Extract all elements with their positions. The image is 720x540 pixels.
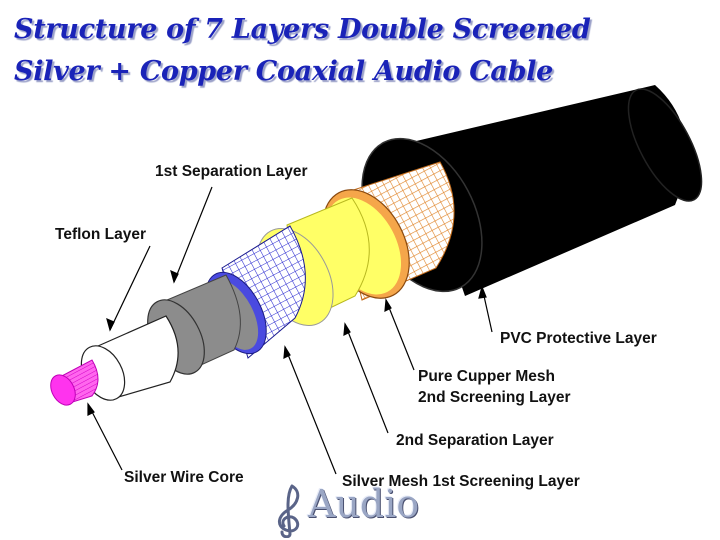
arrow-first-separation xyxy=(173,186,213,283)
treble-clef-icon xyxy=(278,484,300,538)
title-line-2: Silver + Copper Coaxial Audio Cable xyxy=(14,56,554,87)
arrow-second-separation xyxy=(344,323,389,434)
label-pvc: PVC Protective Layer xyxy=(500,330,657,347)
label-copper-mesh-line2: 2nd Screening Layer xyxy=(418,389,571,406)
arrow-silver-core xyxy=(87,403,123,471)
logo-text: Audio xyxy=(308,482,420,526)
silver-wire-core xyxy=(50,359,99,406)
audio-logo: Audio xyxy=(268,482,468,538)
label-silver-core: Silver Wire Core xyxy=(124,469,244,486)
title-line-1: Structure of 7 Layers Double Screened xyxy=(14,14,591,45)
label-second-separation: 2nd Separation Layer xyxy=(396,432,554,449)
label-teflon: Teflon Layer xyxy=(55,226,147,243)
label-first-separation: 1st Separation Layer xyxy=(155,163,308,180)
label-silver-mesh: Silver Mesh 1st Screening Layer xyxy=(342,473,580,490)
arrow-copper-mesh xyxy=(385,299,415,371)
leader-arrows xyxy=(87,186,493,475)
arrow-teflon xyxy=(109,245,151,331)
label-copper-mesh-line1: Pure Cupper Mesh xyxy=(418,368,555,385)
arrow-silver-mesh xyxy=(284,346,337,475)
